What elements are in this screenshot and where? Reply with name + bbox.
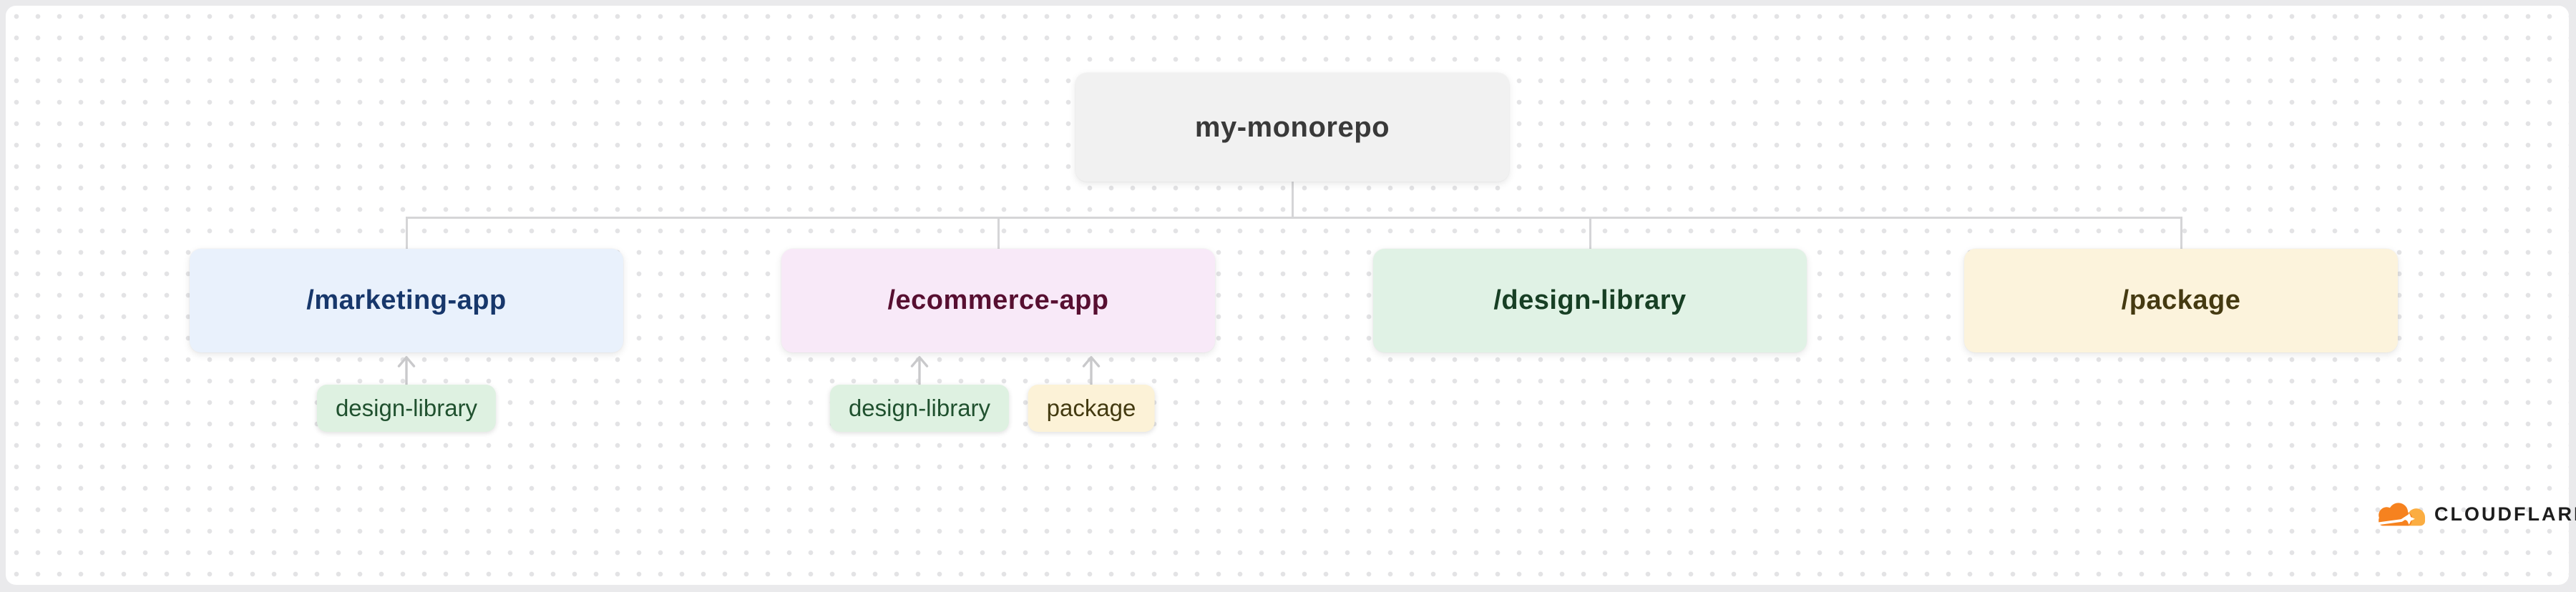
connector-drop-package bbox=[2180, 217, 2182, 249]
dependency-tag-design-library: design-library bbox=[316, 385, 497, 432]
tag-label: design-library bbox=[848, 395, 991, 421]
connector-horizontal-bar bbox=[406, 217, 2182, 219]
cloudflare-wordmark: CLOUDFLARE bbox=[2434, 503, 2576, 525]
node-label: my-monorepo bbox=[1194, 111, 1390, 143]
cloudflare-cloud-icon bbox=[2371, 500, 2429, 528]
node-label: /package bbox=[2121, 285, 2241, 315]
node-design-library: /design-library bbox=[1373, 249, 1807, 352]
node-label: /marketing-app bbox=[306, 285, 507, 315]
dotted-canvas: my-monorepo /marketing-app /ecommerce-ap… bbox=[6, 6, 2576, 585]
dependency-tag-design-library: design-library bbox=[829, 385, 1010, 432]
node-ecommerce-app: /ecommerce-app bbox=[781, 249, 1215, 352]
connector-drop-ecommerce-app bbox=[997, 217, 1000, 249]
node-marketing-app: /marketing-app bbox=[190, 249, 623, 352]
node-my-monorepo: my-monorepo bbox=[1075, 73, 1509, 182]
connector-root-stem bbox=[1292, 182, 1294, 218]
node-label: /design-library bbox=[1493, 285, 1687, 315]
node-label: /ecommerce-app bbox=[887, 285, 1109, 315]
cloudflare-logo: CLOUDFLARE bbox=[2371, 500, 2576, 528]
tag-label: design-library bbox=[335, 395, 478, 421]
up-arrow-icon bbox=[1078, 352, 1104, 385]
up-arrow-icon bbox=[907, 352, 932, 385]
connector-drop-design-library bbox=[1589, 217, 1591, 249]
connector-drop-marketing-app bbox=[406, 217, 408, 249]
node-package: /package bbox=[1964, 249, 2398, 352]
tag-label: package bbox=[1046, 395, 1136, 421]
up-arrow-icon bbox=[394, 352, 419, 385]
dependency-tag-package: package bbox=[1028, 385, 1155, 432]
